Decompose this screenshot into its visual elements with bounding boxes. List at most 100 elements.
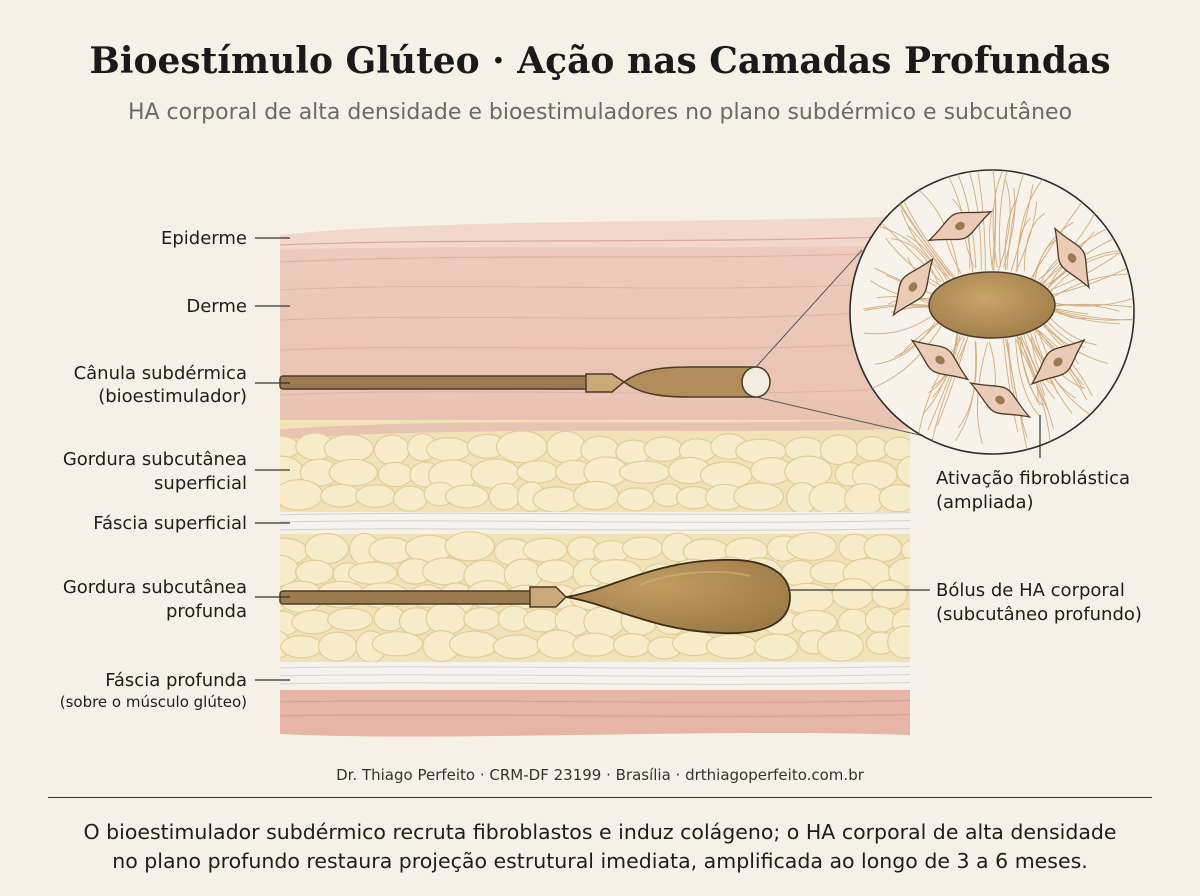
fat-lobule [317, 631, 358, 662]
label-gordura-profunda-line2: profunda [166, 601, 247, 622]
collagen-fiber [954, 342, 977, 441]
label-derme: Derme [186, 296, 247, 317]
canula-subdermica [279, 366, 771, 398]
fat-lobule [643, 436, 684, 463]
collagen-fiber [1054, 308, 1089, 315]
fat-lobule [816, 630, 865, 662]
fat-lobule [377, 461, 414, 488]
collagen-fiber [874, 322, 936, 365]
collagen-fiber [1023, 213, 1045, 272]
label-fascia-superficial: Fáscia superficial [93, 513, 247, 534]
label-fascia-profunda-line2: (sobre o músculo glúteo) [60, 693, 247, 711]
collagen-fiber [989, 208, 994, 270]
fat-lobule [878, 484, 910, 513]
collagen-fiber [915, 187, 960, 275]
footer-divider [48, 797, 1152, 798]
collagen-fiber [992, 170, 1004, 268]
fat-lobule [831, 577, 875, 611]
collagen-fiber [1051, 308, 1134, 321]
fat-lobule [900, 538, 910, 563]
collagen-fiber [1015, 338, 1051, 445]
fat-lobule [871, 579, 908, 610]
collagen-fiber [1049, 303, 1134, 309]
collagen-fiber [1019, 334, 1046, 397]
fat-lobule [819, 434, 859, 466]
collagen-fiber [870, 325, 942, 390]
skin-layers-diagram: Epiderme Derme Cânula subdérmica (bioest… [60, 169, 1142, 737]
collagen-fiber [997, 180, 1011, 271]
collagen-fiber [964, 170, 982, 271]
fat-lobule [280, 435, 301, 460]
fat-lobule [522, 608, 560, 633]
fat-lobule [618, 460, 672, 484]
collagen-fiber [1019, 337, 1044, 406]
label-canula-line1: Cânula subdérmica [74, 363, 247, 384]
fat-lobule [535, 559, 575, 584]
fat-lobule [883, 436, 910, 461]
fat-lobule [304, 532, 349, 565]
fat-lobule [705, 633, 758, 660]
collagen-fiber [1048, 309, 1120, 325]
collagen-fiber [1010, 184, 1034, 272]
fat-lobule [864, 606, 896, 634]
fat-lobule [546, 430, 586, 464]
collagen-fiber [1050, 318, 1097, 346]
fat-lobule [753, 633, 799, 661]
caption: O bioestimulador subdérmico recruta fibr… [40, 818, 1160, 876]
fat-lobule [843, 482, 885, 516]
fat-lobule [888, 557, 910, 588]
label-epiderme: Epiderme [161, 228, 247, 249]
fat-lobule [855, 436, 889, 462]
fat-lobule [488, 482, 521, 511]
label-gordura-superficial-line1: Gordura subcutânea [63, 449, 247, 470]
fat-lobule [532, 486, 580, 513]
collagen-fiber [1003, 187, 1016, 268]
fat-lobule [355, 484, 397, 509]
fat-lobule [371, 631, 424, 657]
fat-lobule [327, 607, 374, 632]
fibroblast-cell [968, 381, 1032, 419]
left-leaders [255, 237, 290, 681]
label-fascia-profunda-line1: Fáscia profunda [105, 670, 247, 691]
fibroblast-cell [1030, 338, 1086, 386]
caption-line-1: O bioestimulador subdérmico recruta fibr… [83, 820, 1117, 844]
collagen-fiber [1048, 307, 1133, 321]
fat-lobule [392, 485, 428, 512]
collagen-fiber [1018, 336, 1055, 430]
collagen-fiber [977, 342, 989, 445]
fat-lobule [808, 482, 850, 515]
collagen-fiber [1015, 201, 1038, 272]
fat-lobule [516, 460, 560, 484]
collagen-fiber [922, 337, 959, 415]
epiderme-layer [280, 216, 910, 250]
fat-lobule [522, 537, 568, 563]
fat-lobule [612, 632, 652, 658]
label-bolus-line1: Bólus de HA corporal [936, 580, 1125, 601]
collagen-fiber [918, 336, 963, 436]
label-ativacao-line2: (ampliada) [936, 492, 1034, 513]
fat-lobule [621, 536, 664, 561]
fat-lobule [425, 437, 472, 462]
canula-lens [741, 366, 771, 398]
fat-lobule [323, 434, 374, 464]
label-canula-line2: (bioestimulador) [98, 386, 247, 407]
fat-lobule [280, 635, 323, 659]
collagen-fiber [1031, 335, 1054, 385]
collagen-fiber [974, 170, 986, 271]
musculo-gluteo-layer [280, 690, 910, 737]
collagen-fiber [993, 189, 997, 272]
fat-lobule [616, 487, 655, 512]
fat-lobule [449, 630, 500, 659]
fat-lobule [444, 484, 490, 509]
fat-lobule [896, 455, 910, 487]
collagen-fiber [927, 336, 966, 431]
collagen-fiber [1051, 293, 1134, 307]
collagen-fiber [1016, 173, 1049, 270]
fat-lobule [495, 430, 548, 464]
label-bolus-line2: (subcutâneo profundo) [936, 604, 1142, 625]
fibroblast-cell [910, 339, 970, 381]
collagen-fiber [936, 336, 969, 426]
fat-lobule [444, 531, 495, 562]
ativacao-fibroblastica-zoom [849, 169, 1135, 455]
page-title: Bioestímulo Glúteo · Ação nas Camadas Pr… [89, 40, 1111, 82]
